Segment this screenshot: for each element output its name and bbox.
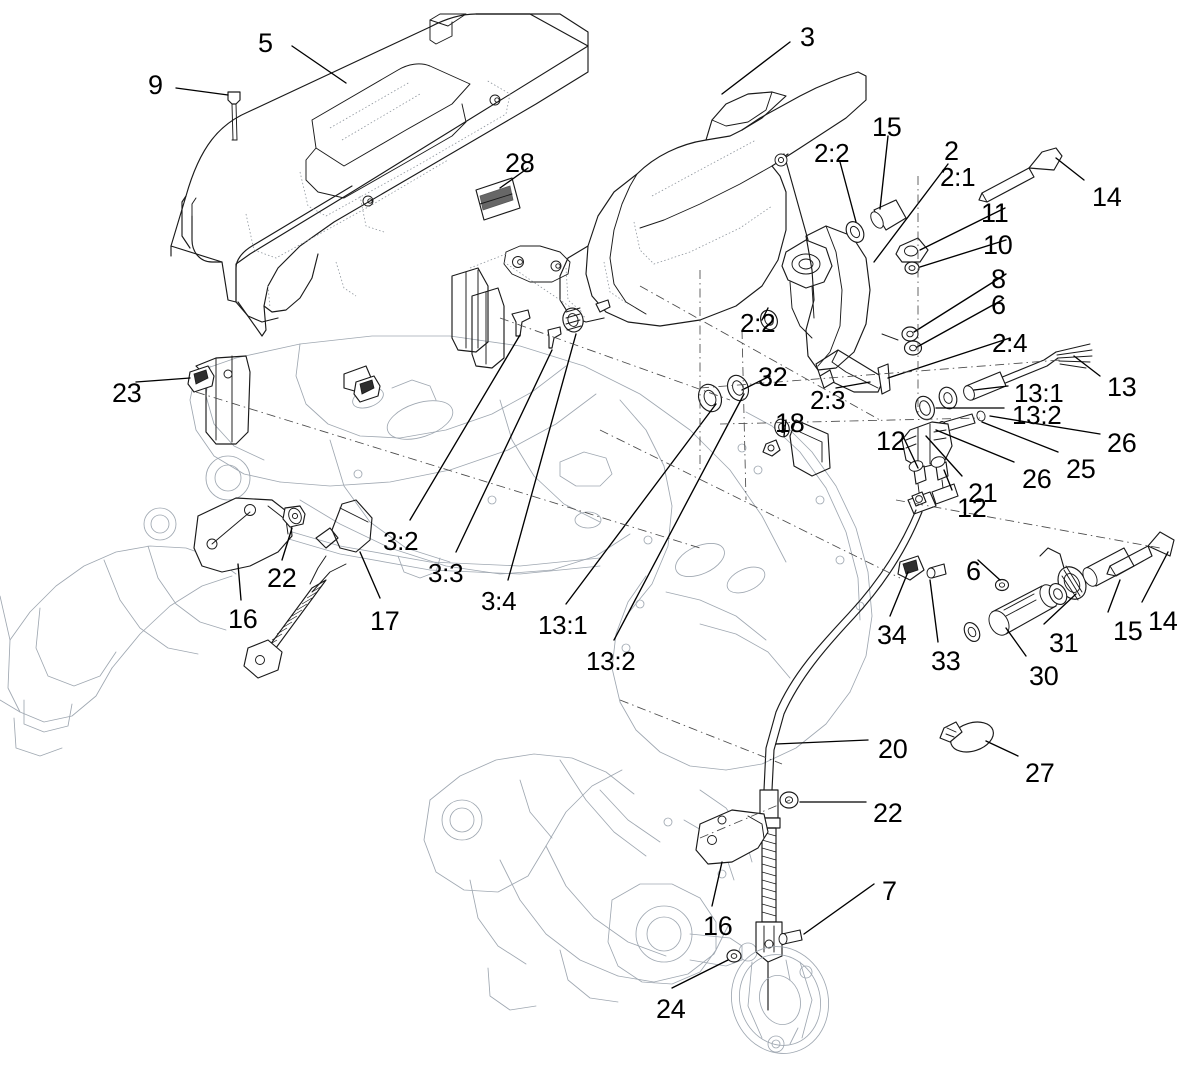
callout-33: 33 [931, 646, 961, 676]
callout-3-2: 3:2 [383, 526, 419, 556]
callout-12: 12 [876, 426, 906, 456]
part-33-screw [926, 563, 947, 579]
callout-34: 34 [877, 620, 907, 650]
callout-2-4: 2:4 [992, 328, 1028, 358]
callout-3-3: 3:3 [428, 558, 464, 588]
callout-20: 20 [878, 734, 908, 764]
callout-23: 23 [112, 378, 142, 408]
callout-5: 5 [258, 28, 273, 58]
callout-21: 21 [968, 478, 998, 508]
part-9-screw [227, 91, 241, 141]
part-6-lock-nut-lower [994, 578, 1010, 592]
callout-32: 32 [758, 362, 788, 392]
callout-17: 17 [370, 606, 400, 636]
callout-13-2: 13:2 [1012, 400, 1062, 430]
callout-2-2: 2:2 [814, 138, 850, 168]
callout-3-4: 3:4 [481, 586, 517, 616]
callout-16: 16 [228, 604, 258, 634]
cable-clip-mid [353, 375, 381, 403]
callout-2-3: 2:3 [810, 385, 846, 415]
callout-25: 25 [1066, 454, 1096, 484]
callout-8: 8 [991, 264, 1006, 294]
callout-11: 11 [981, 198, 1009, 228]
callout-14: 14 [1148, 606, 1178, 636]
part-20-brake-cable-lower [755, 509, 923, 1011]
callout-2: 2 [944, 136, 959, 166]
callout-13: 13 [1107, 372, 1137, 402]
callout-6: 6 [991, 290, 1006, 320]
part-3-seat-cover [469, 71, 867, 327]
frame-brackets [195, 267, 831, 477]
phantom-construction-lines [195, 176, 1161, 839]
callout-28: 28 [505, 148, 535, 178]
part-34-cable-clamp [897, 555, 925, 581]
callout-13-1: 13:1 [538, 610, 588, 640]
callout-2-1: 2:1 [940, 162, 976, 192]
part-2-parking-brake-lever [760, 153, 929, 395]
callout-15: 15 [872, 112, 902, 142]
part-24-nut [726, 949, 742, 963]
callout-26: 26 [1107, 428, 1137, 458]
callout-18: 18 [775, 408, 805, 438]
callout-15: 15 [1113, 616, 1143, 646]
callout-26: 26 [1022, 464, 1052, 494]
part-18-bushing [762, 418, 790, 457]
part-28-decal [475, 177, 521, 221]
part-5-hood-shroud [170, 13, 589, 337]
callout-13-1: 13:1 [1014, 378, 1064, 408]
part-14-hex-bolt-upper [978, 147, 1063, 203]
callout-31: 31 [1049, 628, 1079, 658]
callout-7: 7 [882, 876, 897, 906]
part-16-brake-bracket-left [193, 497, 293, 573]
callout-22: 22 [267, 563, 297, 593]
callout-24: 24 [656, 994, 686, 1024]
callout-6: 6 [966, 556, 981, 586]
callout-10: 10 [983, 230, 1013, 260]
part-17-brake-rod [243, 499, 373, 679]
callout-13-2: 13:2 [586, 646, 636, 676]
callout-14: 14 [1092, 182, 1122, 212]
part-31-torsion-spring [1039, 547, 1087, 605]
part-23-cable-clip [187, 365, 215, 393]
part-7-brake-arm-pin [778, 929, 803, 945]
part-27-cable-tie [939, 721, 994, 753]
leader-lines [135, 41, 1169, 989]
callout-12: 12 [957, 493, 987, 523]
part-16-brake-bracket-right [695, 809, 769, 865]
part-14-hex-bolt-lower [1106, 531, 1175, 577]
callout-16: 16 [703, 911, 733, 941]
callout-9: 9 [148, 70, 163, 100]
callout-22: 22 [873, 798, 903, 828]
callout-27: 27 [1025, 758, 1055, 788]
brake-drum-assembly [730, 946, 830, 1054]
callout-2-2: 2:2 [740, 308, 776, 338]
callout-3: 3 [800, 22, 815, 52]
callout-30: 30 [1029, 661, 1059, 691]
part-12-clevis-bracket [901, 421, 959, 515]
part-22-lock-nut-left [282, 505, 306, 528]
